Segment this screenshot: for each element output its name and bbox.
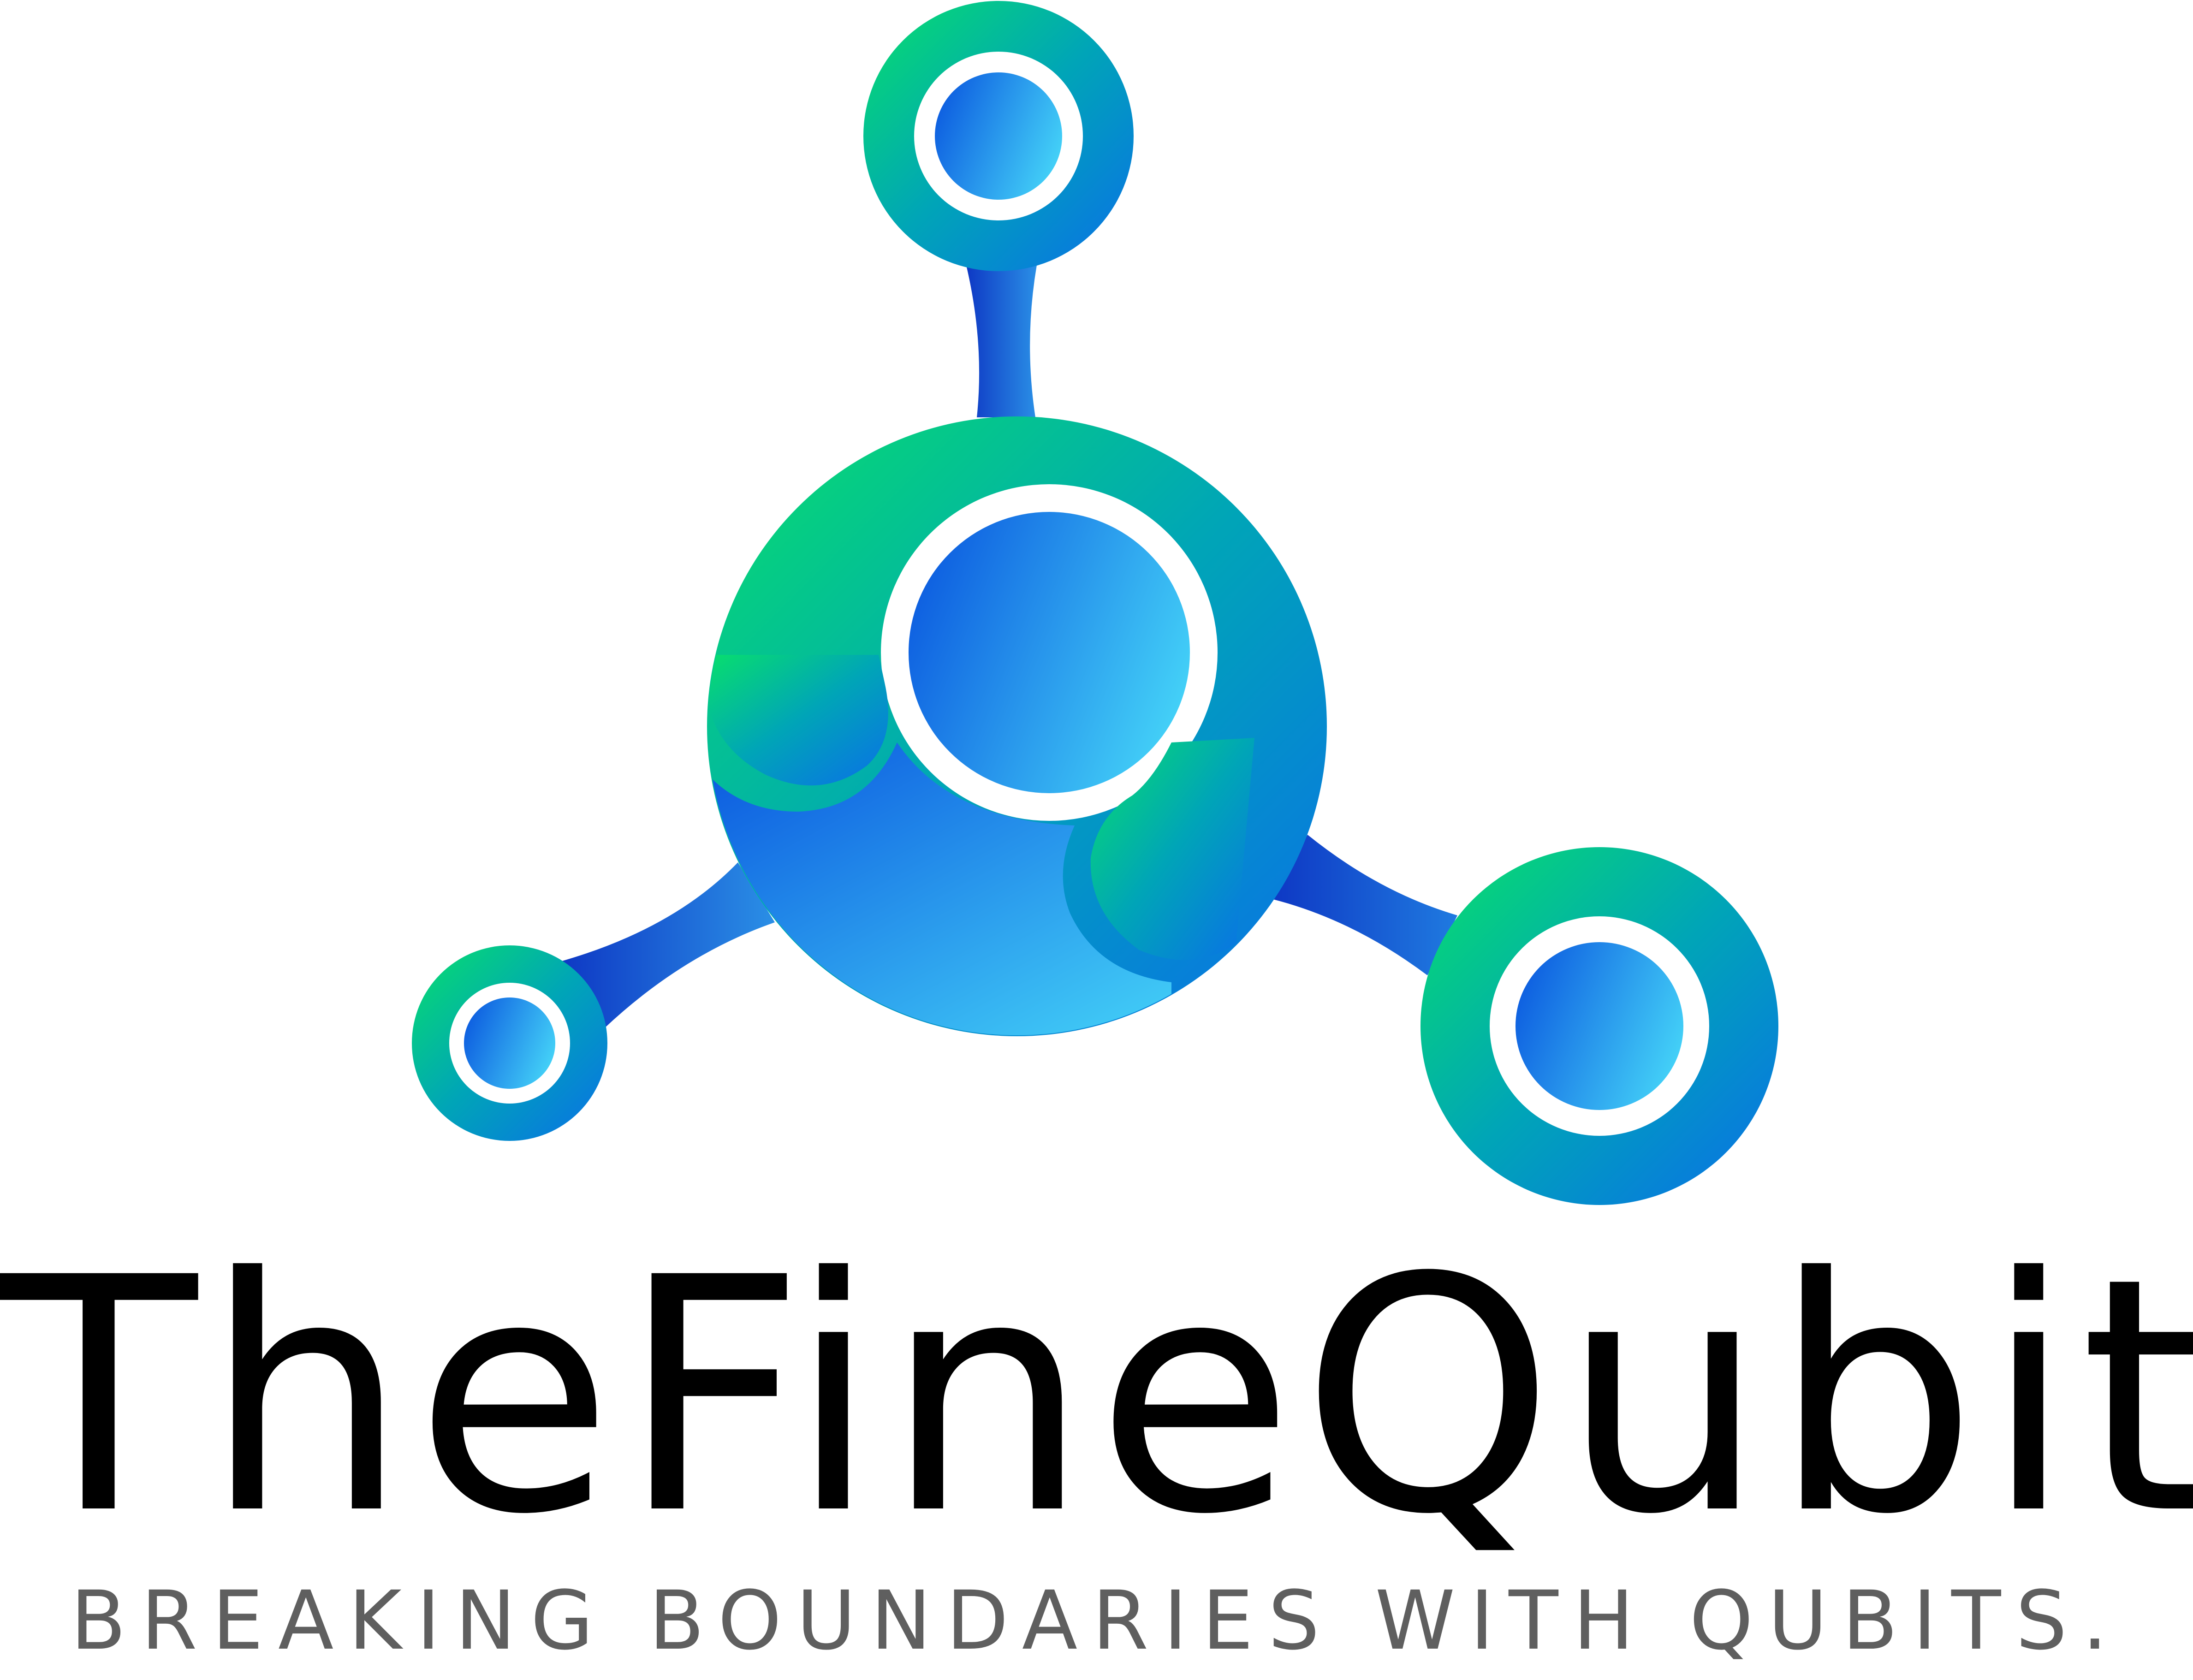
right-connector [1273, 835, 1457, 975]
central-qubit-hub [707, 416, 1327, 1036]
qubit-molecule-icon [412, 1, 1778, 1205]
brand-tagline: BREAKING BOUNDARIES WITH QUBITS. [70, 1573, 2123, 1668]
top-connector [966, 265, 1037, 417]
brand-name: TheFineQubit [0, 1209, 2193, 1585]
right-qubit-node [1420, 847, 1778, 1205]
top-qubit-node [863, 1, 1134, 271]
left-connector [560, 862, 775, 1028]
left-qubit-node [412, 945, 607, 1141]
